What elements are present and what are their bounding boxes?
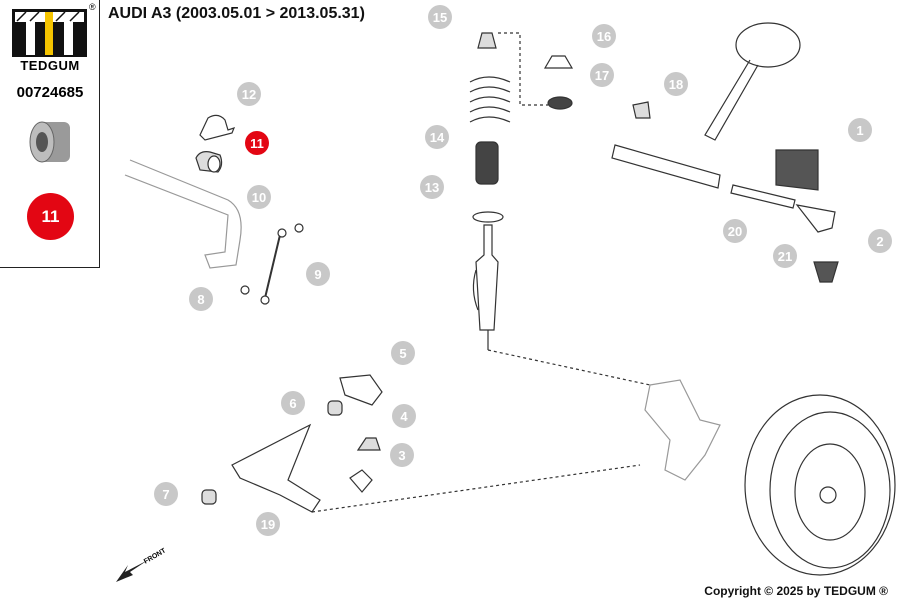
callout-10: 10 — [247, 185, 271, 209]
callout-5: 5 — [391, 341, 415, 365]
control-arm — [231, 423, 321, 513]
callout-number: 7 — [162, 487, 169, 502]
bump-stop — [475, 141, 499, 185]
stabilizer-bushing-18-part — [632, 101, 651, 119]
callout-number: 21 — [778, 249, 792, 264]
callout-12: 12 — [237, 82, 261, 106]
callout-number: 18 — [669, 77, 683, 92]
callout-18: 18 — [664, 72, 688, 96]
callout-number: 14 — [430, 130, 445, 145]
callout-number: 11 — [250, 136, 264, 151]
product-photo — [29, 121, 70, 163]
ball-joint-3-part — [349, 469, 373, 493]
strut-top-mount — [477, 32, 497, 49]
callout-number: 15 — [433, 10, 447, 25]
arm-bushing-5-part — [339, 374, 383, 406]
callout-circle — [189, 287, 213, 311]
callout-19: 19 — [256, 512, 280, 536]
copyright: Copyright © 2025 by TEDGUM ® — [704, 584, 888, 598]
wheel-tire — [744, 394, 896, 576]
clamp-part — [199, 114, 236, 141]
callout-6: 6 — [281, 391, 305, 415]
callout-circle — [773, 244, 797, 268]
callout-20: 20 — [723, 219, 747, 243]
steering-knuckle — [644, 379, 721, 481]
tie-rod — [730, 184, 796, 209]
callout-circle — [281, 391, 305, 415]
callout-circle — [306, 262, 330, 286]
registered-mark: ® — [89, 2, 96, 12]
callout-number: 19 — [261, 517, 275, 532]
callout-number: 2 — [876, 234, 883, 249]
callout-circle — [592, 24, 616, 48]
callout-number: 16 — [597, 29, 611, 44]
callout-circle — [425, 125, 449, 149]
callout-16: 16 — [592, 24, 616, 48]
callout-15: 15 — [428, 5, 452, 29]
callout-number: 12 — [242, 87, 256, 102]
callout-circle — [237, 82, 261, 106]
callout-number: 13 — [425, 180, 439, 195]
callout-circle — [590, 63, 614, 87]
callout-circle — [392, 404, 416, 428]
steering-boot-part — [775, 149, 819, 191]
callout-number: 10 — [252, 190, 266, 205]
strut-washer — [472, 211, 504, 223]
tie-rod-end-part — [795, 204, 836, 233]
callout-circle — [245, 131, 269, 155]
brand-name: TEDGUM — [20, 58, 80, 73]
callout-circle — [428, 5, 452, 29]
callout-14: 14 — [425, 125, 449, 149]
callout-circle — [848, 118, 872, 142]
callout-circle — [391, 341, 415, 365]
highlight-badge: 11 — [27, 193, 74, 240]
callout-21: 21 — [773, 244, 797, 268]
callout-3: 3 — [390, 443, 414, 467]
callout-11: 11 — [245, 131, 269, 155]
shock-absorber — [475, 224, 499, 331]
part-number: 00724685 — [16, 84, 84, 101]
coil-spring — [469, 76, 511, 123]
callout-13: 13 — [420, 175, 444, 199]
callout-number: 5 — [399, 346, 406, 361]
steering-rack — [611, 144, 721, 189]
callout-circle — [723, 219, 747, 243]
callout-number: 3 — [398, 448, 405, 463]
callout-circle — [664, 72, 688, 96]
vehicle-title: AUDI A3 (2003.05.01 > 2013.05.31) — [108, 5, 365, 22]
ball-joint-boot-4-part — [356, 437, 381, 451]
callout-number: 9 — [314, 267, 321, 282]
product-sidebar: ® TEDGUM 00724685 11 — [0, 0, 100, 268]
callout-2: 2 — [868, 229, 892, 253]
front-arrow-icon — [116, 560, 148, 582]
callout-9: 9 — [306, 262, 330, 286]
callout-number: 17 — [595, 68, 609, 83]
callout-circle — [256, 512, 280, 536]
ball-joint-boot-part — [813, 261, 839, 283]
callout-number: 6 — [289, 396, 296, 411]
strut-mount-part — [543, 55, 574, 69]
steering-column — [704, 59, 759, 141]
callout-7: 7 — [154, 482, 178, 506]
callout-circle — [154, 482, 178, 506]
callout-8: 8 — [189, 287, 213, 311]
steering-wheel — [735, 22, 801, 68]
callout-number: 20 — [728, 224, 742, 239]
callout-number: 8 — [197, 292, 204, 307]
callout-1: 1 — [848, 118, 872, 142]
callout-circle — [390, 443, 414, 467]
callout-17: 17 — [590, 63, 614, 87]
tedgum-logo — [12, 9, 87, 57]
callout-circle — [247, 185, 271, 209]
stabilizer-bar — [124, 159, 242, 269]
callout-circle — [420, 175, 444, 199]
stabilizer-link — [264, 234, 281, 299]
callout-number: 1 — [856, 123, 863, 138]
arm-bushing-6-part — [327, 400, 343, 416]
strut-bearing-part — [547, 96, 573, 110]
arm-bushing-7-part — [201, 489, 217, 505]
callout-number: 4 — [400, 409, 408, 424]
callout-circle — [868, 229, 892, 253]
callout-4: 4 — [392, 404, 416, 428]
